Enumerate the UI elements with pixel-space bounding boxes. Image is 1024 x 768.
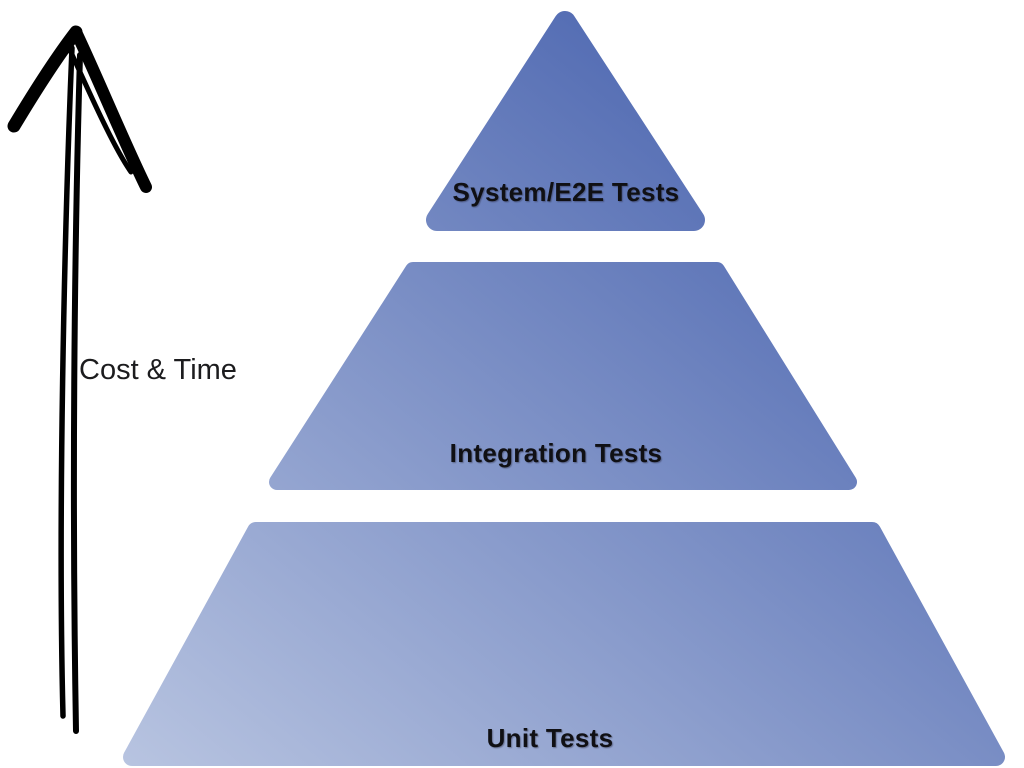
arrowhead-left-barb	[7, 25, 83, 133]
tier-shape-system-e2e	[426, 11, 705, 231]
arrow-shaft-stroke-2	[70, 52, 83, 734]
tier-shape-integration	[269, 262, 857, 490]
tier-shape-unit	[123, 522, 1005, 766]
arrow-shaft-stroke-1	[58, 45, 75, 719]
tier-label-system-e2e: System/E2E Tests	[453, 177, 680, 207]
cost-time-axis-label: Cost & Time	[79, 354, 237, 386]
arrow-up-icon	[7, 25, 152, 734]
pyramid-labels: System/E2E Tests Integration Tests Unit …	[450, 177, 680, 753]
tier-label-unit: Unit Tests	[487, 723, 614, 753]
pyramid-tiers	[123, 11, 1005, 766]
tier-label-integration: Integration Tests	[450, 438, 663, 468]
arrowhead-right-barb	[70, 26, 152, 193]
